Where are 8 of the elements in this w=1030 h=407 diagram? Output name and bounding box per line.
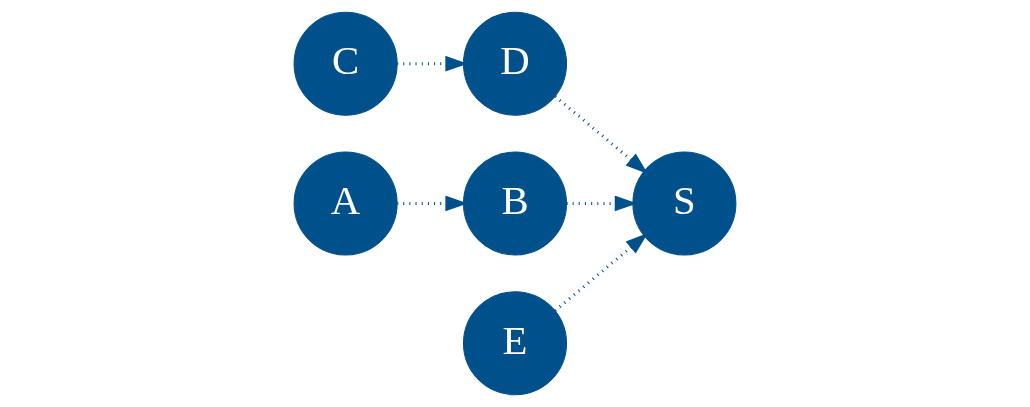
node-circle: S: [632, 151, 737, 256]
node-circle: B: [462, 151, 568, 256]
arrow: [554, 95, 648, 174]
node-circle: E: [462, 291, 568, 396]
node-circle: C: [293, 11, 398, 116]
node-circle: D: [462, 11, 568, 116]
node-circle: A: [293, 151, 398, 256]
arrow: [554, 233, 648, 312]
